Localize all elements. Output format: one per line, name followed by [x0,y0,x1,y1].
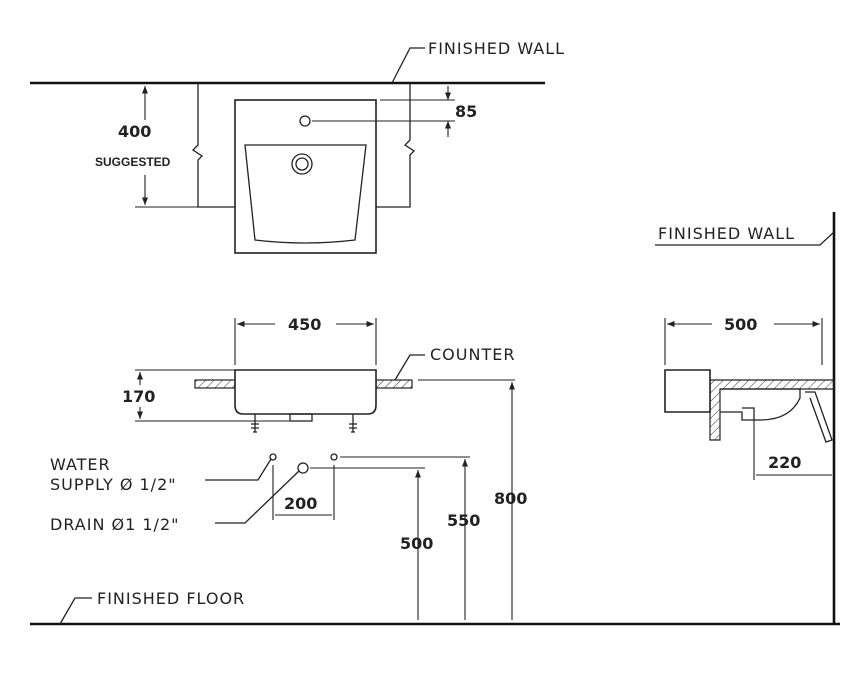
water-supply-label-1: WATER [50,455,111,474]
basin-front-outline [234,369,377,415]
side-basin-outline [664,369,711,413]
water-supply-label-2: SUPPLY Ø 1/2" [50,475,177,494]
counter-left [194,379,236,389]
suggested-label: SUGGESTED [95,155,171,169]
side-drain-trap [742,407,755,420]
tap-hole [299,115,311,127]
basin-top-outline [234,99,377,254]
finished-wall-leader-top [391,47,425,84]
finished-wall-label-side: FINISHED WALL [658,224,795,243]
finished-wall-leader-side [655,231,835,246]
support-frame-left [191,83,235,208]
supply-nut-left [251,423,259,433]
finished-wall-label-top: FINISHED WALL [428,39,565,58]
water-supply-point-right [330,453,338,461]
drain-stub [289,413,313,422]
front-view: 450 COUNTER 170 WATER SUPPLY Ø 1/2" DRAI… [30,315,840,626]
drain-point [297,462,309,474]
dim-450-value: 450 [288,315,321,334]
side-view: FINISHED WALL 500 220 [655,212,836,624]
dim-500-value: 500 [400,534,433,553]
top-view: FINISHED WALL 85 400 SUGGESTED [30,39,565,254]
drain-outer [291,153,313,175]
counter-right [375,379,413,389]
dim-400-value: 400 [118,122,151,141]
support-frame-right [376,83,416,208]
counter-label: COUNTER [430,345,515,364]
drain-leader [215,470,300,524]
dim-800-value: 800 [494,489,527,508]
dim-550-value: 550 [447,511,480,530]
supply-nut-right [349,423,357,433]
dim-220-value: 220 [768,453,801,472]
dim-side-500-value: 500 [724,315,757,334]
dim-200-value: 200 [284,494,317,513]
dim-170-value: 170 [122,387,155,406]
drain-label: DRAIN Ø1 1/2" [50,515,179,534]
basin-bowl-outline [244,144,367,244]
dim-85-value: 85 [455,102,477,121]
water-supply-leader [205,458,272,481]
finished-floor-label: FINISHED FLOOR [97,589,245,608]
side-tailpipe [805,391,833,443]
water-supply-point [269,453,277,461]
finished-floor-leader [59,597,92,625]
counter-leader [394,354,425,381]
side-basin-under [720,388,801,421]
drain-inner [295,157,309,171]
